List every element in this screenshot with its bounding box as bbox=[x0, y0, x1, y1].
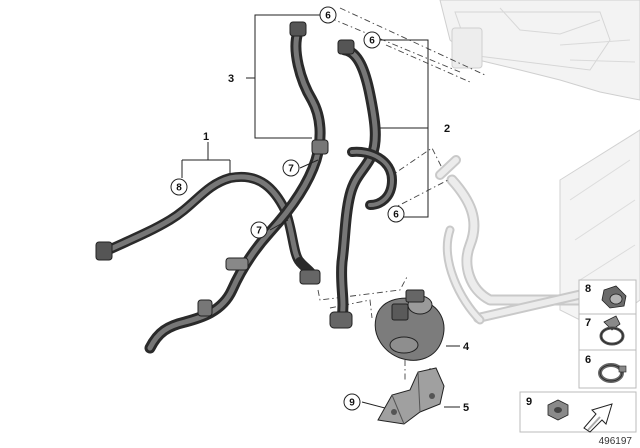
legend-item-8: 8 bbox=[578, 279, 637, 315]
svg-text:8: 8 bbox=[585, 283, 591, 295]
part-number-5: 5 bbox=[463, 402, 469, 414]
hose-clamp-icon bbox=[598, 363, 627, 383]
hex-nut-icon bbox=[547, 399, 569, 421]
circle-callout-6-lower: 6 bbox=[387, 205, 405, 223]
svg-text:9: 9 bbox=[349, 398, 355, 409]
svg-text:8: 8 bbox=[176, 183, 182, 194]
hose-part-1 bbox=[95, 171, 321, 285]
circle-callout-9: 9 bbox=[343, 393, 361, 411]
part-number-2: 2 bbox=[444, 123, 450, 135]
svg-text:7: 7 bbox=[288, 164, 294, 175]
hose-part-3 bbox=[144, 21, 329, 354]
circle-callout-7-upper: 7 bbox=[282, 159, 300, 177]
svg-text:9: 9 bbox=[526, 396, 532, 408]
callouts: 1 2 3 4 5 6 6 6 7 7 8 9 bbox=[170, 6, 470, 414]
part-number-3: 3 bbox=[228, 73, 234, 85]
legend-item-6: 6 bbox=[578, 349, 637, 389]
svg-text:6: 6 bbox=[393, 210, 399, 221]
svg-text:7: 7 bbox=[585, 317, 591, 329]
svg-text:6: 6 bbox=[585, 354, 591, 366]
legend-item-7: 7 bbox=[578, 313, 637, 351]
circle-callout-6-top: 6 bbox=[319, 6, 337, 24]
part-number-4: 4 bbox=[463, 341, 470, 353]
leader-lines bbox=[181, 14, 460, 409]
pump-bracket bbox=[377, 367, 445, 425]
svg-text:6: 6 bbox=[325, 11, 331, 22]
electric-coolant-pump bbox=[374, 289, 445, 361]
svg-text:6: 6 bbox=[369, 36, 375, 47]
hose-clip-icon bbox=[601, 285, 627, 309]
diagram-reference-number: 496197 bbox=[599, 436, 633, 447]
hose-part-2 bbox=[329, 39, 397, 329]
legend-panel: 8 7 6 bbox=[519, 279, 637, 433]
circle-callout-8: 8 bbox=[170, 178, 188, 196]
svg-text:7: 7 bbox=[256, 226, 262, 237]
legend-item-9: 9 bbox=[519, 391, 637, 433]
circle-callout-6-right: 6 bbox=[363, 31, 381, 49]
spring-clamp-icon bbox=[599, 315, 625, 346]
circle-callout-7-lower: 7 bbox=[250, 221, 268, 239]
part-number-1: 1 bbox=[203, 131, 209, 143]
view-direction-arrow-icon bbox=[583, 403, 613, 433]
